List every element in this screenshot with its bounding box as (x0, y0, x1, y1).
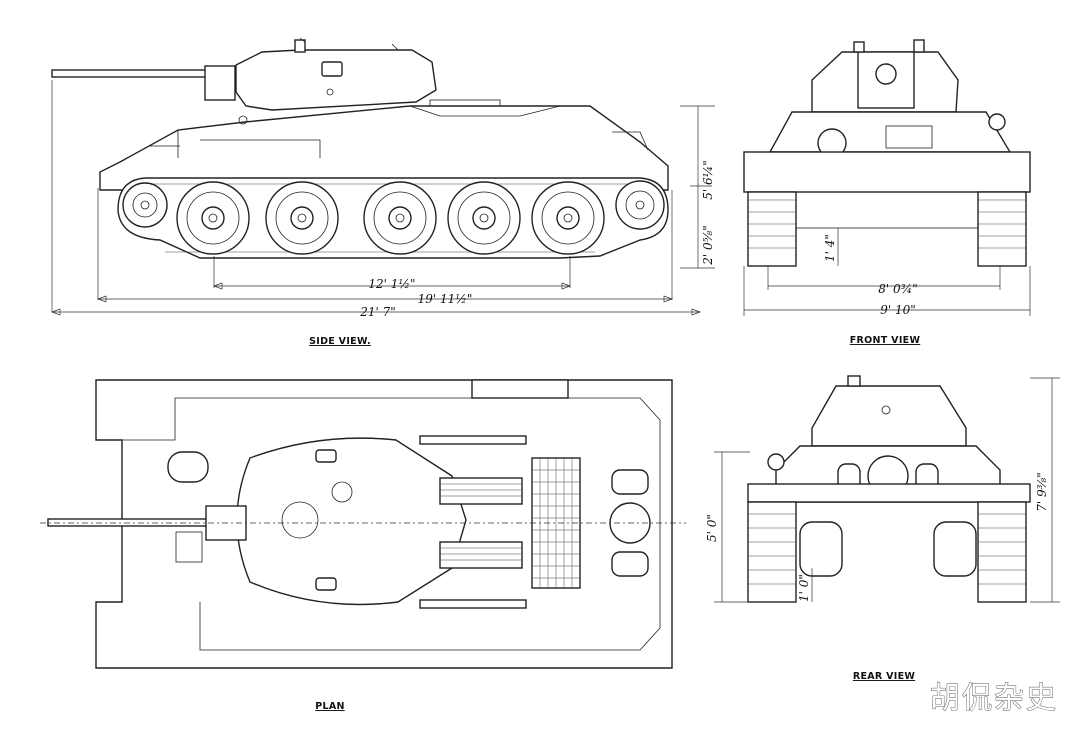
rear-turret (811, 385, 967, 447)
front-glacis (768, 111, 1012, 153)
side-drive-sprocket (615, 180, 665, 230)
front-dim-overall-width: 9' 10" (880, 303, 916, 317)
side-gun-barrel (51, 65, 236, 101)
watermark: 胡侃杂史 (930, 681, 1058, 716)
rear-right-track (977, 501, 1027, 603)
front-dim-clearance: 1' 4" (823, 234, 837, 262)
side-view: 12' 1½" 19' 11½" 21' 7" 5' 6¼" 2' 0⅝" SI… (51, 37, 715, 347)
rear-dim-ground-offset: 1' 0" (797, 574, 811, 602)
front-dim-track-width: 8' 0¾" (878, 282, 918, 296)
plan-caption: PLAN (315, 701, 345, 712)
side-dim-height: 5' 6¼" (701, 160, 715, 200)
rear-view: 5' 0" 7' 9⅜" 1' 0" REAR VIEW (705, 375, 1060, 682)
rear-dimension-lines (714, 377, 1060, 603)
plan-view: PLAN (40, 379, 686, 712)
front-right-track (977, 191, 1027, 267)
rear-dim-overall-height: 7' 9⅜" (1035, 472, 1049, 512)
front-view-caption: FRONT VIEW (850, 335, 921, 346)
plan-engine-grilles (419, 435, 527, 609)
rear-left-track (747, 501, 797, 603)
side-turret (235, 49, 437, 111)
side-dim-hull-length: 19' 11½" (418, 292, 473, 306)
side-dim-track-contact: 12' 1½" (368, 277, 415, 291)
rear-dim-hull-height: 5' 0" (705, 514, 719, 542)
front-view: 8' 0¾" 9' 10" 1' 4" FRONT VIEW (743, 39, 1031, 346)
front-left-track (747, 191, 797, 267)
side-view-caption: SIDE VIEW. (309, 336, 371, 347)
side-dim-hull-height: 2' 0⅝" (701, 225, 715, 266)
side-dimension-lines (51, 80, 715, 316)
side-dim-overall-length: 21' 7" (359, 305, 396, 319)
side-road-wheels (176, 181, 605, 255)
front-dimension-lines (743, 228, 1031, 316)
rear-view-caption: REAR VIEW (853, 671, 916, 682)
side-idler-wheel (122, 182, 168, 228)
